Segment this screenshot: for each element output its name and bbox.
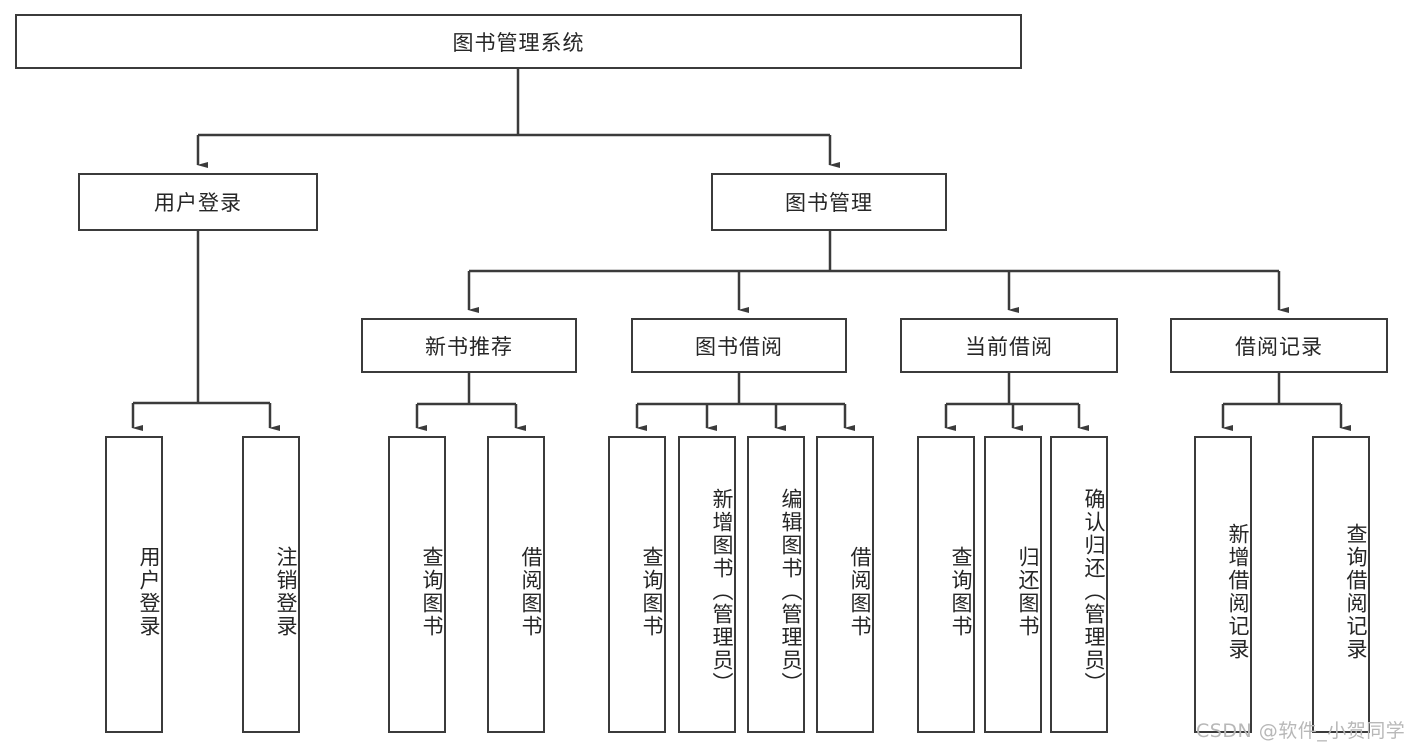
node-label: 查询借阅记录 (1344, 522, 1368, 661)
node-book-manage[interactable]: 图书管理 (711, 173, 947, 231)
node-label: 新书推荐 (425, 334, 513, 359)
node-label: 归还图书 (1016, 545, 1040, 638)
node-label: 新增借阅记录 (1226, 522, 1250, 661)
node-label: 图书管理 (785, 191, 873, 215)
node-label: 查询图书 (420, 545, 444, 638)
node-label: 编辑图书（管理员） (779, 488, 803, 695)
node-label: 新增图书（管理员） (710, 488, 734, 695)
leaf-confirm-return[interactable]: 确认归还（管理员） (1050, 436, 1108, 733)
node-borrow-record[interactable]: 借阅记录 (1170, 318, 1388, 373)
node-current-borrow[interactable]: 当前借阅 (900, 318, 1118, 373)
leaf-add-book[interactable]: 新增图书（管理员） (678, 436, 736, 733)
leaf-add-record[interactable]: 新增借阅记录 (1194, 436, 1252, 733)
node-book-borrow[interactable]: 图书借阅 (631, 318, 847, 373)
leaf-edit-book[interactable]: 编辑图书（管理员） (747, 436, 805, 733)
node-label: 当前借阅 (965, 334, 1053, 359)
node-label: 确认归还（管理员） (1082, 488, 1106, 695)
node-label: 图书借阅 (695, 334, 783, 359)
leaf-return-book[interactable]: 归还图书 (984, 436, 1042, 733)
csdn-watermark: CSDN @软件_小贺同学 (1196, 720, 1405, 742)
node-label: 注销登录 (274, 545, 298, 638)
leaf-user-login[interactable]: 用户登录 (105, 436, 163, 733)
node-label: 查询图书 (949, 545, 973, 638)
leaf-borrow-book-rec[interactable]: 借阅图书 (487, 436, 545, 733)
leaf-user-logout[interactable]: 注销登录 (242, 436, 300, 733)
node-new-book-rec[interactable]: 新书推荐 (361, 318, 577, 373)
leaf-query-record[interactable]: 查询借阅记录 (1312, 436, 1370, 733)
node-root[interactable]: 图书管理系统 (15, 14, 1022, 69)
leaf-borrow-book[interactable]: 借阅图书 (816, 436, 874, 733)
leaf-query-book-borrow[interactable]: 查询图书 (608, 436, 666, 733)
node-label: 用户登录 (137, 545, 161, 638)
leaf-query-book-rec[interactable]: 查询图书 (388, 436, 446, 733)
node-label: 借阅图书 (519, 545, 543, 638)
node-user-login[interactable]: 用户登录 (78, 173, 318, 231)
leaf-query-book-cur[interactable]: 查询图书 (917, 436, 975, 733)
node-label: 借阅记录 (1235, 334, 1323, 359)
node-label: 图书管理系统 (452, 30, 585, 55)
node-label: 借阅图书 (848, 545, 872, 638)
node-label: 查询图书 (640, 545, 664, 638)
node-label: 用户登录 (154, 191, 242, 215)
